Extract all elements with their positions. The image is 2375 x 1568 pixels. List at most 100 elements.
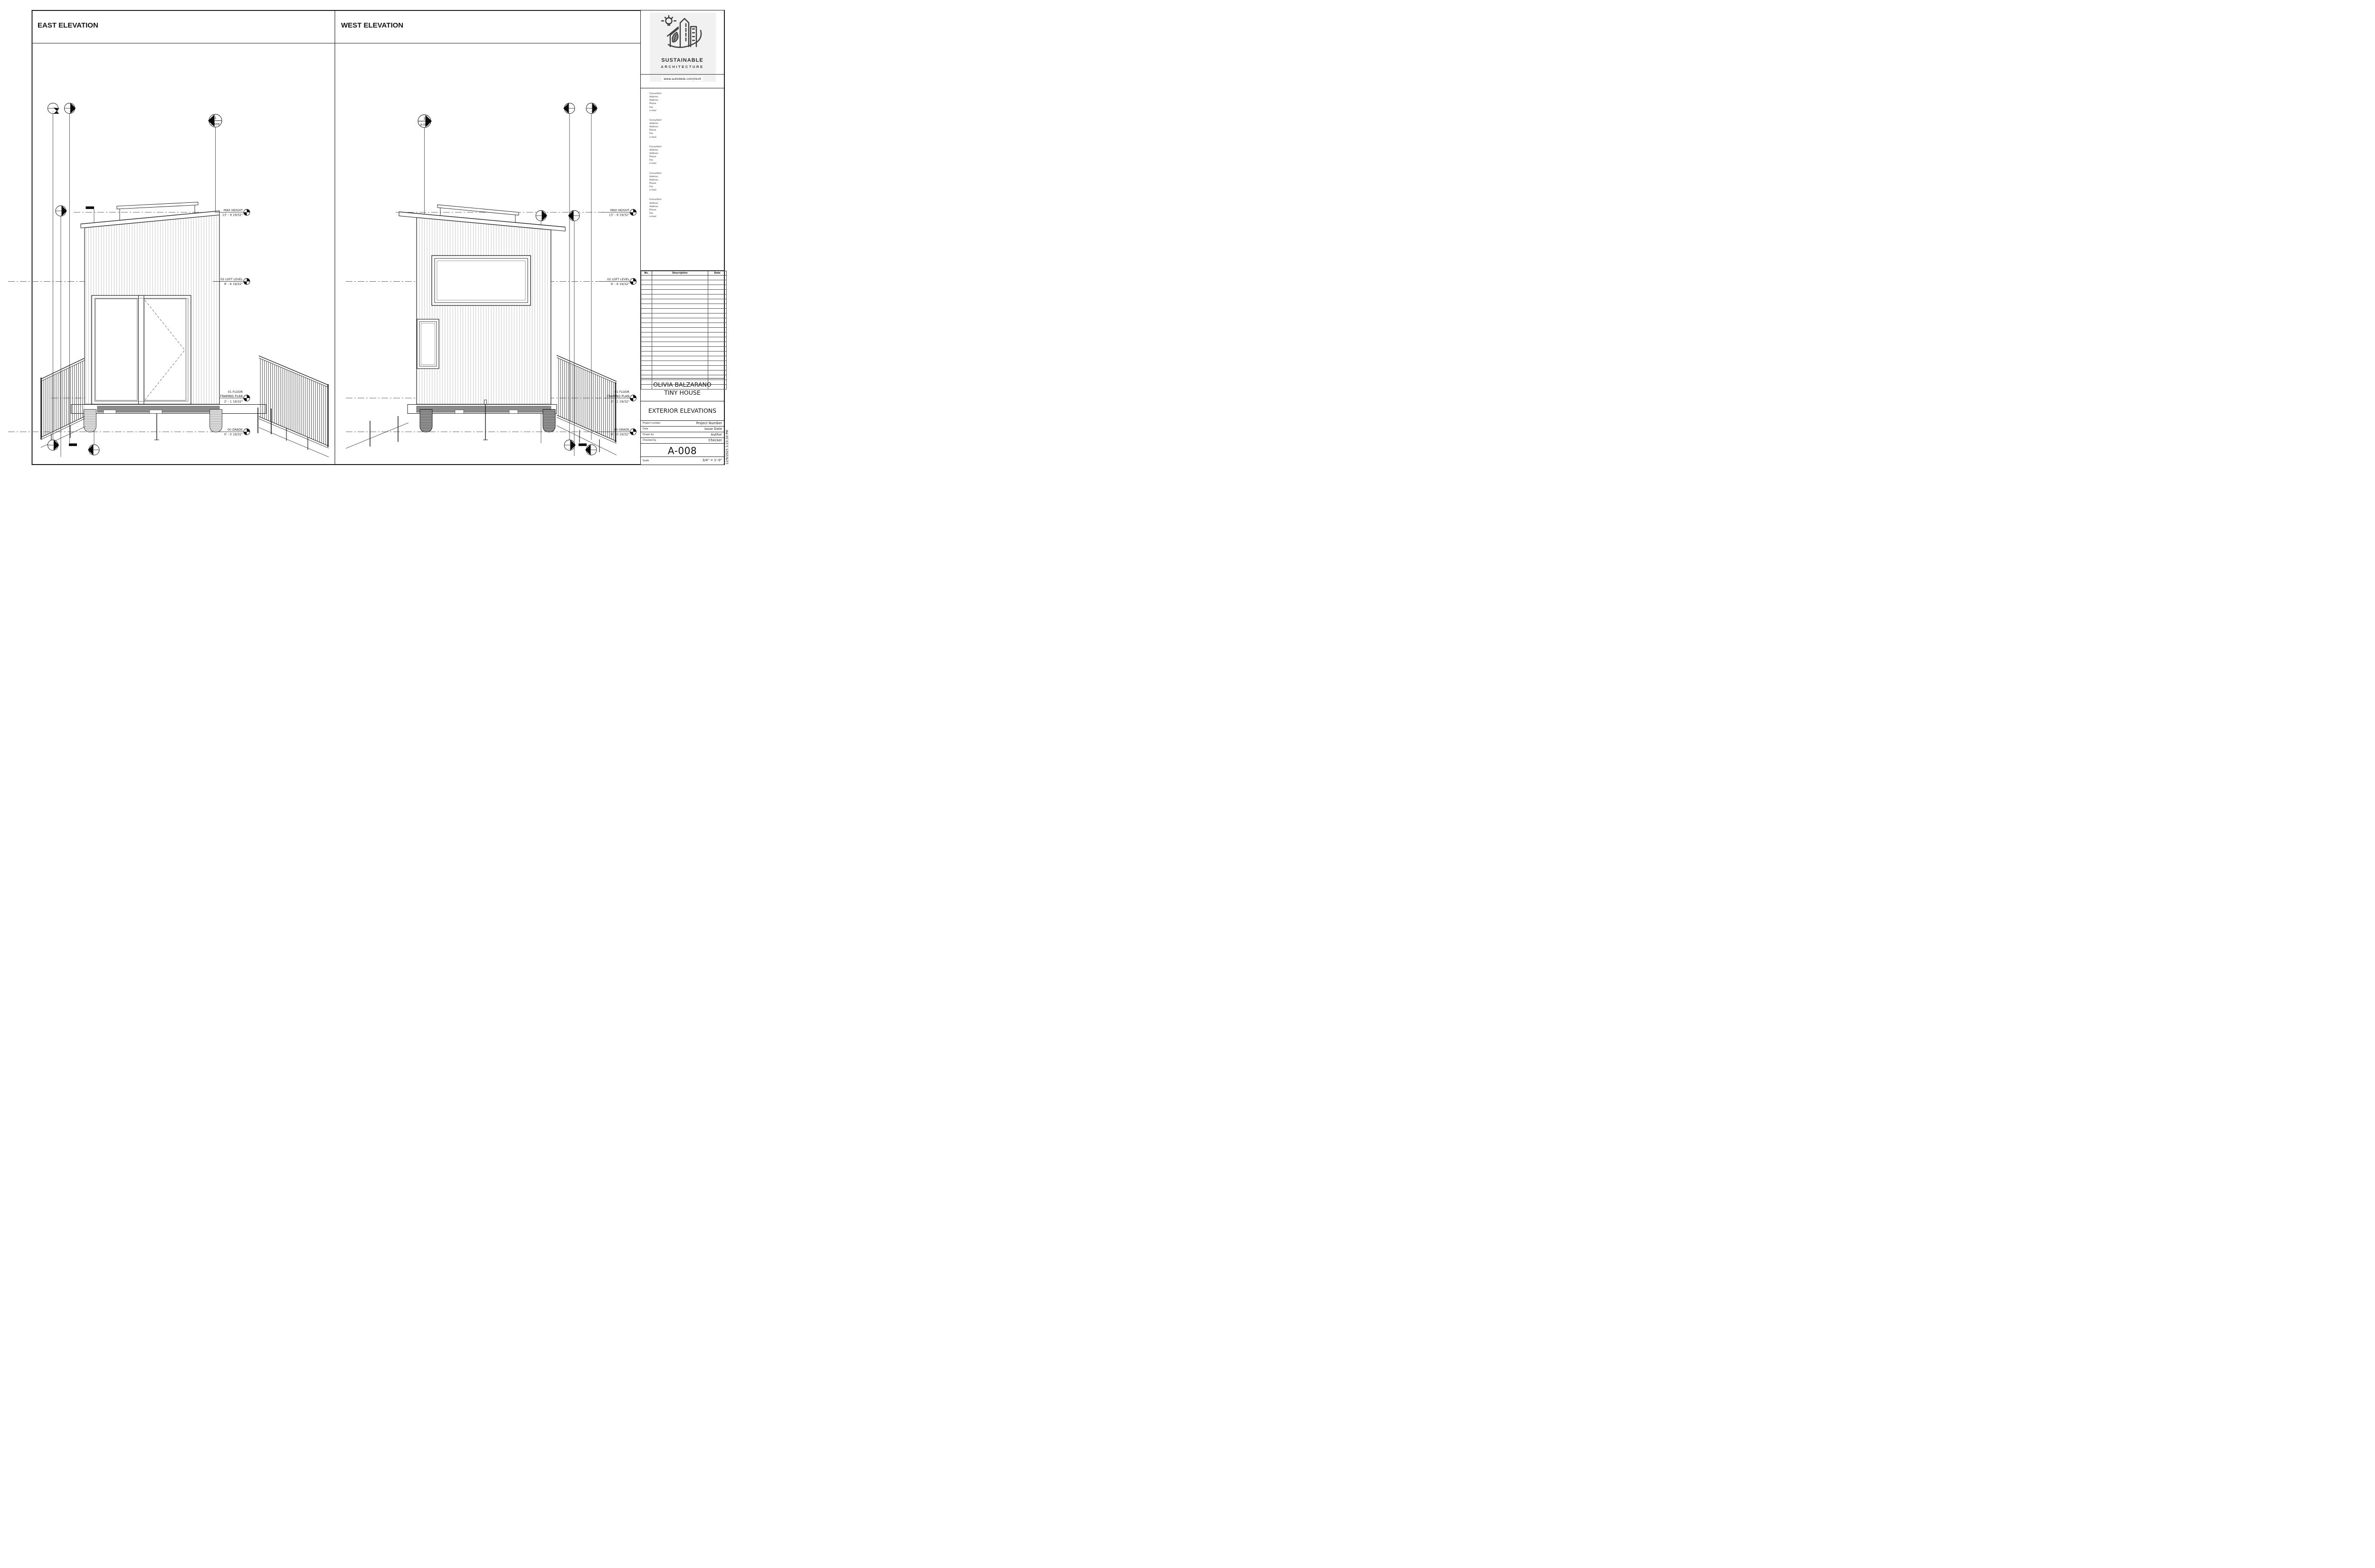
svg-text:1: 1: [214, 116, 216, 120]
revision-empty-row: [641, 275, 727, 280]
section-reference-markers: ---- ---- ---- ---- ---- ---- ---- ---- …: [48, 103, 598, 456]
east-elevation-view: [8, 114, 329, 457]
consultant-line: Phone: [649, 156, 656, 159]
checked-by-value: Checker: [708, 438, 722, 443]
section-marker-icon: ----: [563, 103, 575, 114]
svg-text:---: ---: [60, 213, 62, 215]
svg-text:-: -: [569, 442, 570, 444]
revision-empty-row: [641, 346, 727, 352]
scale-label: Scale: [643, 459, 649, 462]
svg-text:-: -: [574, 212, 575, 215]
svg-text:02 LOFT LEVEL: 02 LOFT LEVEL: [220, 278, 243, 281]
consultant-line: Address: [649, 99, 658, 102]
consultant-line: Address: [649, 179, 658, 181]
revision-empty-row: [641, 308, 727, 314]
section-marker-icon: ----: [568, 210, 580, 221]
svg-text:02 LOFT LEVEL: 02 LOFT LEVEL: [607, 278, 629, 281]
revision-col-no: No.: [641, 271, 652, 276]
west-section-jog-bar: [579, 443, 587, 446]
date-value: Issue Date: [704, 427, 722, 431]
logo-text-line1: SUSTAINABLE: [661, 57, 703, 63]
consultant-line: e-mail: [649, 136, 656, 139]
sheet-number: A-008: [667, 445, 697, 456]
client-name: OLIVIA BALZARANO: [653, 381, 712, 388]
revision-empty-row: [641, 313, 727, 318]
consultant-entry: Consultant Address Address Phone Fax e-m…: [649, 145, 721, 166]
east-level-loft: 02 LOFT LEVEL 9' - 6 19/32": [213, 278, 250, 286]
consultant-line: Address: [649, 175, 658, 178]
level-head-icon: [630, 209, 636, 216]
svg-text:---: ---: [68, 110, 71, 113]
revision-empty-row: [641, 289, 727, 295]
svg-text:1: 1: [423, 117, 425, 121]
checked-by-label: Checked by: [643, 439, 656, 442]
consultant-line: Phone: [649, 103, 656, 105]
logo-divider: [641, 74, 724, 75]
svg-text:-: -: [60, 208, 61, 210]
svg-text:---: ---: [93, 452, 95, 454]
svg-text:FRAMING PLAN: FRAMING PLAN: [220, 395, 243, 398]
level-head-icon: [243, 209, 250, 216]
consultant-entry: Consultant Address Address Phone Fax e-m…: [649, 119, 721, 139]
revision-empty-row: [641, 337, 727, 342]
revision-empty-row: [641, 356, 727, 361]
consultant-line: Consultant: [649, 93, 662, 95]
consultant-line: Fax: [649, 212, 653, 215]
revision-empty-row: [641, 304, 727, 309]
consultant-line: Address: [649, 205, 658, 208]
svg-text:-: -: [591, 105, 592, 107]
section-marker-icon: ----: [535, 210, 547, 221]
revision-empty-row: [641, 361, 727, 366]
sustainable-architecture-logo-icon: [661, 15, 702, 48]
print-timestamp: 12/9/2025 3:23:30 PM: [725, 429, 729, 465]
svg-text:---: ---: [569, 110, 571, 113]
date-label: Date: [643, 428, 648, 431]
consultant-line: Fax: [649, 106, 653, 109]
consultant-line: Phone: [649, 129, 656, 132]
west-panel-title: WEST ELEVATION: [341, 21, 403, 29]
section-marker-icon: ----: [48, 103, 59, 114]
svg-text:-: -: [94, 447, 95, 449]
section-marker-icon: ----: [585, 444, 597, 456]
consultant-line: Address: [649, 202, 658, 205]
elevation-drawings: EAST ELEVATION WEST ELEVATION: [8, 10, 725, 465]
consultant-line: Consultant: [649, 172, 662, 175]
west-roof-panel: [437, 204, 519, 216]
revision-empty-row: [641, 327, 727, 333]
west-clerestory-window: [431, 255, 531, 306]
west-section-head-1-A009: 1 A-009: [418, 114, 432, 128]
consultant-line: e-mail: [649, 162, 656, 165]
svg-text:-: -: [569, 105, 570, 107]
east-panel-title: EAST ELEVATION: [38, 21, 98, 29]
consultant-line: Fax: [649, 133, 653, 135]
svg-text:9' - 6 19/32": 9' - 6 19/32": [224, 283, 243, 286]
svg-text:2' - 1 19/32": 2' - 1 19/32": [224, 400, 243, 404]
svg-text:13' - 9 19/32": 13' - 9 19/32": [609, 214, 629, 217]
consultant-line: Address: [649, 152, 658, 155]
svg-text:---: ---: [540, 218, 542, 220]
revision-empty-row: [641, 332, 727, 337]
east-section-jog-bar-top: [86, 206, 94, 209]
east-roof-panel: [116, 202, 199, 209]
drawn-by-label: Drawn by: [643, 433, 654, 437]
revision-empty-row: [641, 365, 727, 371]
east-level-floor-framing: 01 FLOOR FRAMING PLAN 2' - 1 19/32": [220, 390, 250, 404]
checked-by-row: Checked by Checker: [641, 438, 724, 444]
project-number-label: Project number: [643, 422, 661, 425]
svg-text:9' - 6 19/32": 9' - 6 19/32": [611, 283, 629, 286]
west-level-max-height: MAX HEIGHT 13' - 9 19/32": [601, 209, 636, 217]
consultant-line: Address: [649, 96, 658, 99]
revision-col-description: Description: [652, 271, 708, 276]
consultant-line: Consultant: [649, 119, 662, 122]
consultant-line: Consultant: [649, 145, 662, 148]
firm-website-text: www.autodesk.com/revit: [662, 76, 703, 81]
level-head-icon: [243, 395, 250, 401]
consultant-line: Address: [649, 122, 658, 125]
date-row: Date Issue Date: [641, 427, 724, 432]
scale-value: 3/4" = 1'-0": [702, 458, 722, 462]
revision-empty-row: [641, 351, 727, 356]
svg-text:A-009: A-009: [211, 123, 220, 126]
revision-empty-row: [641, 342, 727, 347]
svg-text:13' - 9 19/32": 13' - 9 19/32": [222, 214, 243, 217]
section-marker-icon: ----: [564, 439, 576, 451]
